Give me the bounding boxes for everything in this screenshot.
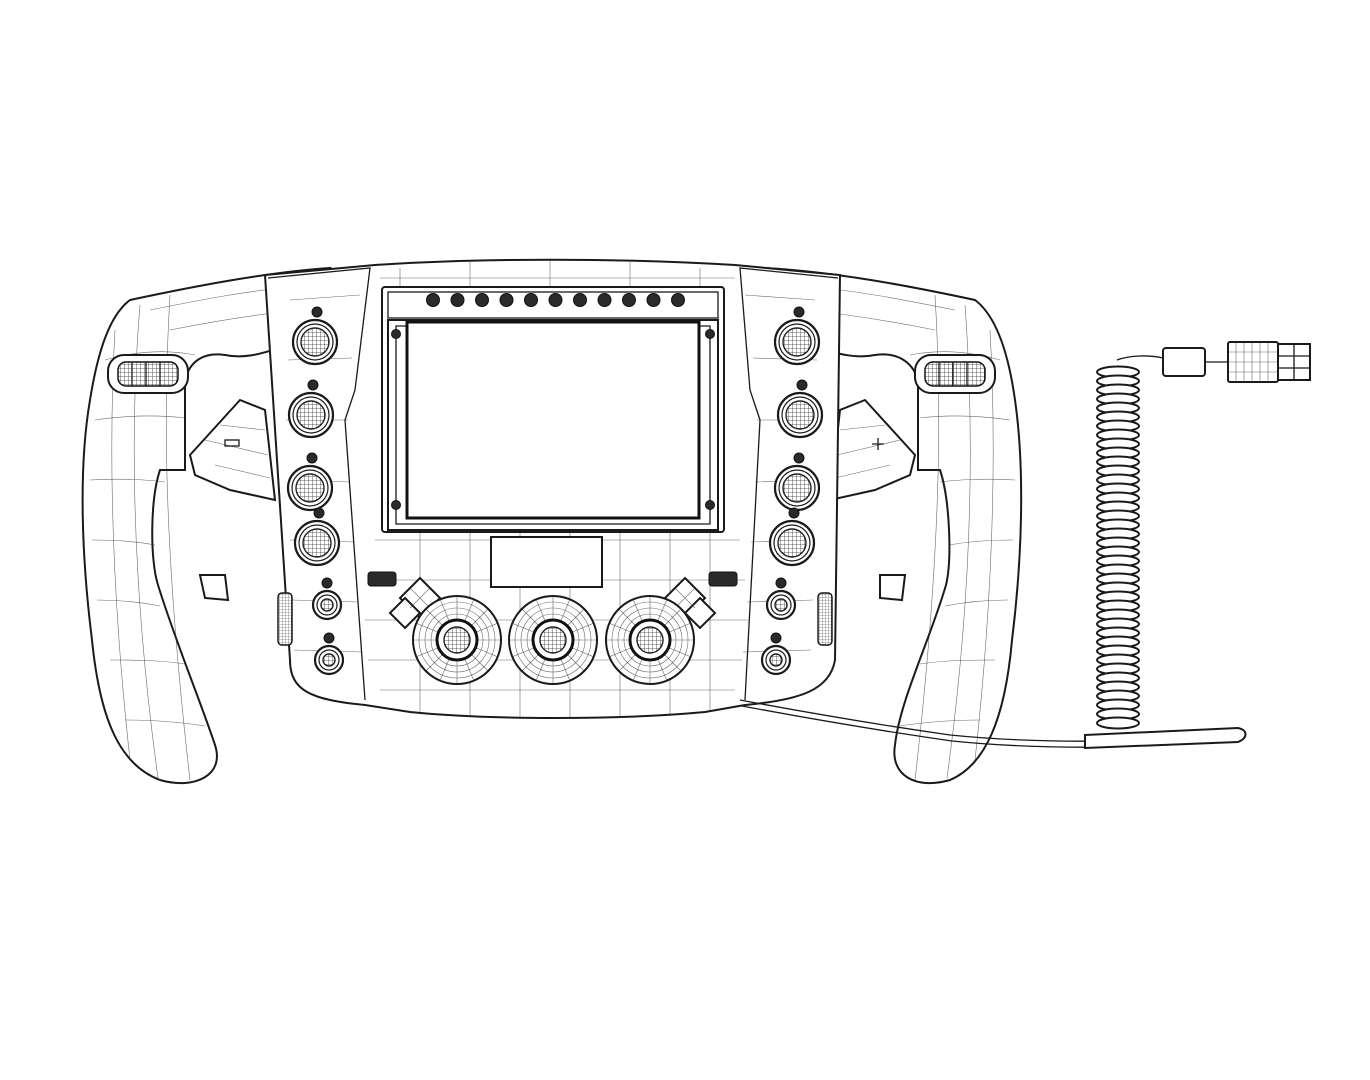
indicator-dot (796, 379, 808, 391)
coiled-cable (739, 355, 1247, 750)
push-button (765, 589, 797, 621)
right-button-column (760, 306, 824, 676)
rotary-knob (412, 595, 502, 685)
shift-light (426, 293, 440, 307)
shift-light (524, 293, 538, 307)
indicator-dot (311, 306, 323, 318)
left-toggle-switch (367, 571, 397, 587)
shift-light (622, 293, 636, 307)
push-button (311, 589, 343, 621)
indicator-dot (313, 507, 325, 519)
shift-light (646, 293, 661, 307)
push-button (293, 519, 341, 567)
push-button (773, 318, 821, 366)
screw (391, 500, 401, 510)
shift-light (573, 293, 587, 307)
indicator-dot (306, 452, 318, 464)
shift-light (499, 293, 514, 307)
indicator-dot (788, 507, 800, 519)
shift-light (475, 293, 489, 307)
right-paddle (828, 398, 917, 602)
rotary-knob (605, 595, 695, 685)
push-button (286, 464, 334, 512)
push-button (768, 519, 816, 567)
right-toggle-switch (708, 571, 738, 587)
rotary-knob-group (412, 595, 695, 685)
left-button-column (286, 306, 345, 676)
display-screen (405, 320, 701, 520)
indicator-dot (775, 577, 787, 589)
push-button (760, 644, 792, 676)
left-paddle (188, 398, 277, 602)
push-button (776, 391, 824, 439)
shift-light (548, 293, 563, 307)
push-button (291, 318, 339, 366)
push-button (287, 391, 335, 439)
left-side-roller (277, 592, 293, 646)
screw (705, 500, 715, 510)
push-button (313, 644, 345, 676)
shift-light (450, 293, 465, 307)
indicator-dot (307, 379, 319, 391)
indicator-dot (323, 632, 335, 644)
indicator-dot (321, 577, 333, 589)
shift-light (597, 293, 612, 307)
shift-light (671, 293, 685, 307)
left-thumb-roller (107, 354, 189, 394)
indicator-dot (770, 632, 782, 644)
display-assembly (381, 286, 725, 533)
screw (391, 329, 401, 339)
shift-light-bar (426, 293, 685, 307)
cable-connector (1162, 341, 1311, 383)
indicator-dot (793, 452, 805, 464)
rotary-knob (508, 595, 598, 685)
screw (705, 329, 715, 339)
display-screws (391, 329, 715, 510)
push-button (773, 464, 821, 512)
label-plate (490, 536, 603, 588)
right-side-roller (817, 592, 833, 646)
right-thumb-roller (914, 354, 996, 394)
indicator-dot (793, 306, 805, 318)
